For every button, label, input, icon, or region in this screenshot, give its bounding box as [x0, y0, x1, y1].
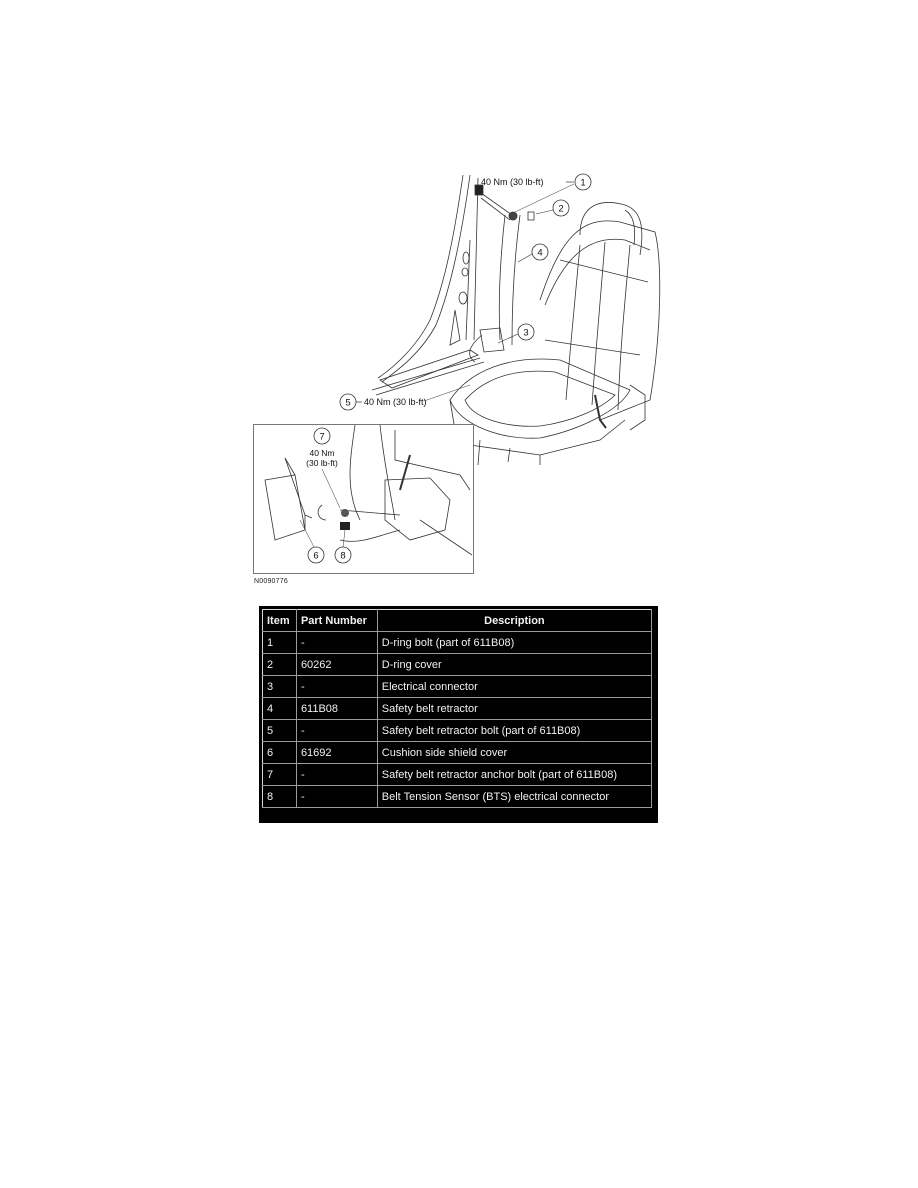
header-part-number: Part Number	[295, 609, 378, 632]
cell-description: Electrical connector	[376, 675, 653, 698]
cell-item: 1	[262, 631, 297, 654]
cell-description: Cushion side shield cover	[376, 741, 653, 764]
cell-part-number: -	[295, 675, 378, 698]
svg-text:7: 7	[319, 432, 324, 443]
table-row: 6 61692 Cushion side shield cover	[262, 741, 653, 764]
cell-part-number: -	[295, 763, 378, 786]
cell-part-number: 611B08	[295, 697, 378, 720]
cell-item: 5	[262, 719, 297, 742]
callout-2: 2	[535, 199, 570, 217]
illustration-drawing: 40 Nm (30 lb-ft) 1 2 4 3 5 40 Nm (30 lb-…	[253, 173, 661, 574]
table-row: 4 611B08 Safety belt retractor	[262, 697, 653, 720]
table-row: 8 - Belt Tension Sensor (BTS) electrical…	[262, 785, 653, 808]
svg-text:3: 3	[523, 328, 528, 339]
cell-part-number: 61692	[295, 741, 378, 764]
cell-item: 4	[262, 697, 297, 720]
cell-item: 2	[262, 653, 297, 676]
svg-text:6: 6	[313, 551, 318, 562]
svg-text:40 Nm: 40 Nm	[309, 448, 334, 458]
svg-text:2: 2	[558, 204, 563, 215]
cell-description: D-ring bolt (part of 611B08)	[376, 631, 653, 654]
parts-table-container: Item Part Number Description 1 - D-ring …	[259, 606, 658, 823]
cell-description: Belt Tension Sensor (BTS) electrical con…	[376, 785, 653, 808]
svg-text:1: 1	[580, 178, 585, 189]
cell-part-number: -	[295, 785, 378, 808]
callout-1: 40 Nm (30 lb-ft) 1	[481, 173, 592, 213]
cell-description: Safety belt retractor	[376, 697, 653, 720]
table-header-row: Item Part Number Description	[262, 609, 653, 632]
parts-table: Item Part Number Description 1 - D-ring …	[262, 609, 653, 808]
callout-6: 6	[299, 519, 325, 564]
cell-item: 3	[262, 675, 297, 698]
table-row: 3 - Electrical connector	[262, 675, 653, 698]
callout-4: 4	[517, 243, 549, 263]
cell-part-number: -	[295, 719, 378, 742]
table-row: 7 - Safety belt retractor anchor bolt (p…	[262, 763, 653, 786]
table-row: 1 - D-ring bolt (part of 611B08)	[262, 631, 653, 654]
cell-description: Safety belt retractor anchor bolt (part …	[376, 763, 653, 786]
svg-text:(30 lb-ft): (30 lb-ft)	[306, 458, 338, 468]
callout-5: 5 40 Nm (30 lb-ft)	[339, 384, 471, 411]
svg-text:40 Nm (30 lb-ft): 40 Nm (30 lb-ft)	[481, 177, 544, 187]
table-row: 2 60262 D-ring cover	[262, 653, 653, 676]
callout-7: 7 40 Nm (30 lb-ft)	[306, 427, 341, 509]
cell-description: D-ring cover	[376, 653, 653, 676]
svg-text:40 Nm (30 lb-ft): 40 Nm (30 lb-ft)	[364, 397, 427, 407]
cell-item: 8	[262, 785, 297, 808]
cell-item: 7	[262, 763, 297, 786]
svg-text:8: 8	[340, 551, 345, 562]
figure-id-label: N0090776	[254, 578, 288, 585]
cell-item: 6	[262, 741, 297, 764]
cell-part-number: 60262	[295, 653, 378, 676]
cell-part-number: -	[295, 631, 378, 654]
header-item: Item	[262, 609, 297, 632]
svg-text:5: 5	[345, 398, 350, 409]
inset-detail: 7 40 Nm (30 lb-ft) 6 8	[253, 424, 474, 574]
svg-text:4: 4	[537, 248, 542, 259]
table-row: 5 - Safety belt retractor bolt (part of …	[262, 719, 653, 742]
callout-3: 3	[497, 323, 535, 344]
seat-belt-illustration: 40 Nm (30 lb-ft) 1 2 4 3 5 40 Nm (30 lb-…	[253, 173, 661, 585]
header-description: Description	[376, 609, 653, 632]
callout-8: 8	[334, 529, 352, 564]
cell-description: Safety belt retractor bolt (part of 611B…	[376, 719, 653, 742]
